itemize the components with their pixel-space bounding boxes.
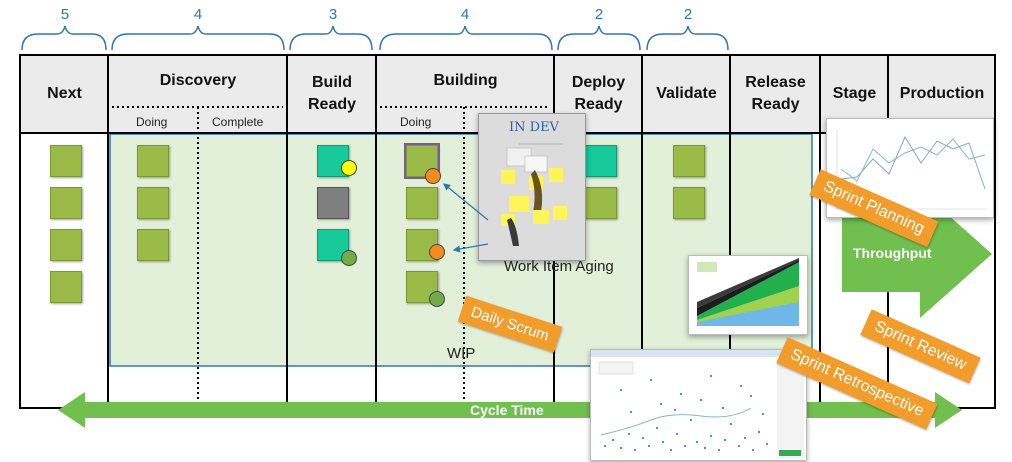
brace-next (21, 25, 107, 51)
column-header-release-ready: Release Ready (745, 74, 806, 113)
column-header-discovery: Discovery (159, 72, 237, 89)
work-item-note[interactable] (673, 187, 705, 219)
wip-braces (21, 25, 729, 51)
cycle-time-arrow (58, 392, 962, 428)
age-indicator-dot (429, 291, 445, 307)
wip-limit-next: 5 (60, 6, 70, 23)
age-indicator-dot (429, 244, 445, 260)
cumulative-flow-thumbnail (688, 255, 808, 335)
age-indicator-dot (341, 160, 357, 176)
age-indicator-dot (341, 250, 357, 266)
column-header-production: Production (899, 85, 985, 102)
work-item-note[interactable] (406, 271, 438, 303)
work-item-note[interactable] (585, 145, 617, 177)
wip-limit-building: 4 (460, 6, 470, 23)
work-item-note[interactable] (317, 229, 349, 261)
column-header-validate: Validate (656, 85, 717, 102)
subcolumn-header-discovery-doing: Doing (136, 115, 168, 129)
work-item-note[interactable] (673, 145, 705, 177)
work-item-note[interactable] (50, 229, 82, 261)
work-item-note[interactable] (137, 187, 169, 219)
work-item-note[interactable] (585, 187, 617, 219)
work-item-note[interactable] (50, 187, 82, 219)
subcolumn-dividers (112, 106, 550, 408)
column-header-deploy-ready: Deploy Ready (571, 74, 626, 113)
work-item-note[interactable] (406, 187, 438, 219)
whiteboard-photo-icon (479, 114, 585, 260)
cumulative-flow-chart-icon (689, 256, 807, 334)
wip-label: WIP (447, 345, 476, 362)
subcolumn-header-discovery-complete: Complete (212, 115, 264, 129)
work-item-note[interactable] (317, 187, 349, 219)
brace-discovery (111, 25, 285, 51)
work-item-note[interactable] (137, 229, 169, 261)
in-dev-photo: IN DEV (478, 113, 586, 261)
brace-building (379, 25, 553, 51)
scatterplot-chart-icon (591, 350, 806, 460)
work-item-note[interactable] (50, 145, 82, 177)
aging-pointer-arrows (443, 183, 489, 253)
scatterplot-thumbnail (590, 349, 807, 461)
subcolumn-header-building-doing: Doing (400, 115, 432, 129)
column-header-building: Building (433, 72, 498, 89)
column-header-stage: Stage (832, 85, 877, 102)
throughput-label: Throughput (853, 245, 932, 261)
age-indicator-dot (425, 168, 441, 184)
work-item-note[interactable] (50, 271, 82, 303)
brace-deploy-ready (557, 25, 641, 51)
brace-build-ready (289, 25, 373, 51)
wip-limit-discovery: 4 (193, 6, 203, 23)
cycle-time-label: Cycle Time (470, 402, 544, 418)
wip-limit-build-ready: 3 (328, 6, 338, 23)
column-header-next: Next (47, 85, 82, 102)
work-item-aging-label: Work Item Aging (504, 258, 614, 275)
in-dev-caption: IN DEV (509, 120, 559, 135)
wip-limit-deploy-ready: 2 (594, 6, 604, 23)
wip-limit-validate: 2 (683, 6, 693, 23)
column-header-build-ready: Build Ready (307, 74, 357, 113)
work-item-note[interactable] (137, 145, 169, 177)
brace-validate (646, 25, 729, 51)
